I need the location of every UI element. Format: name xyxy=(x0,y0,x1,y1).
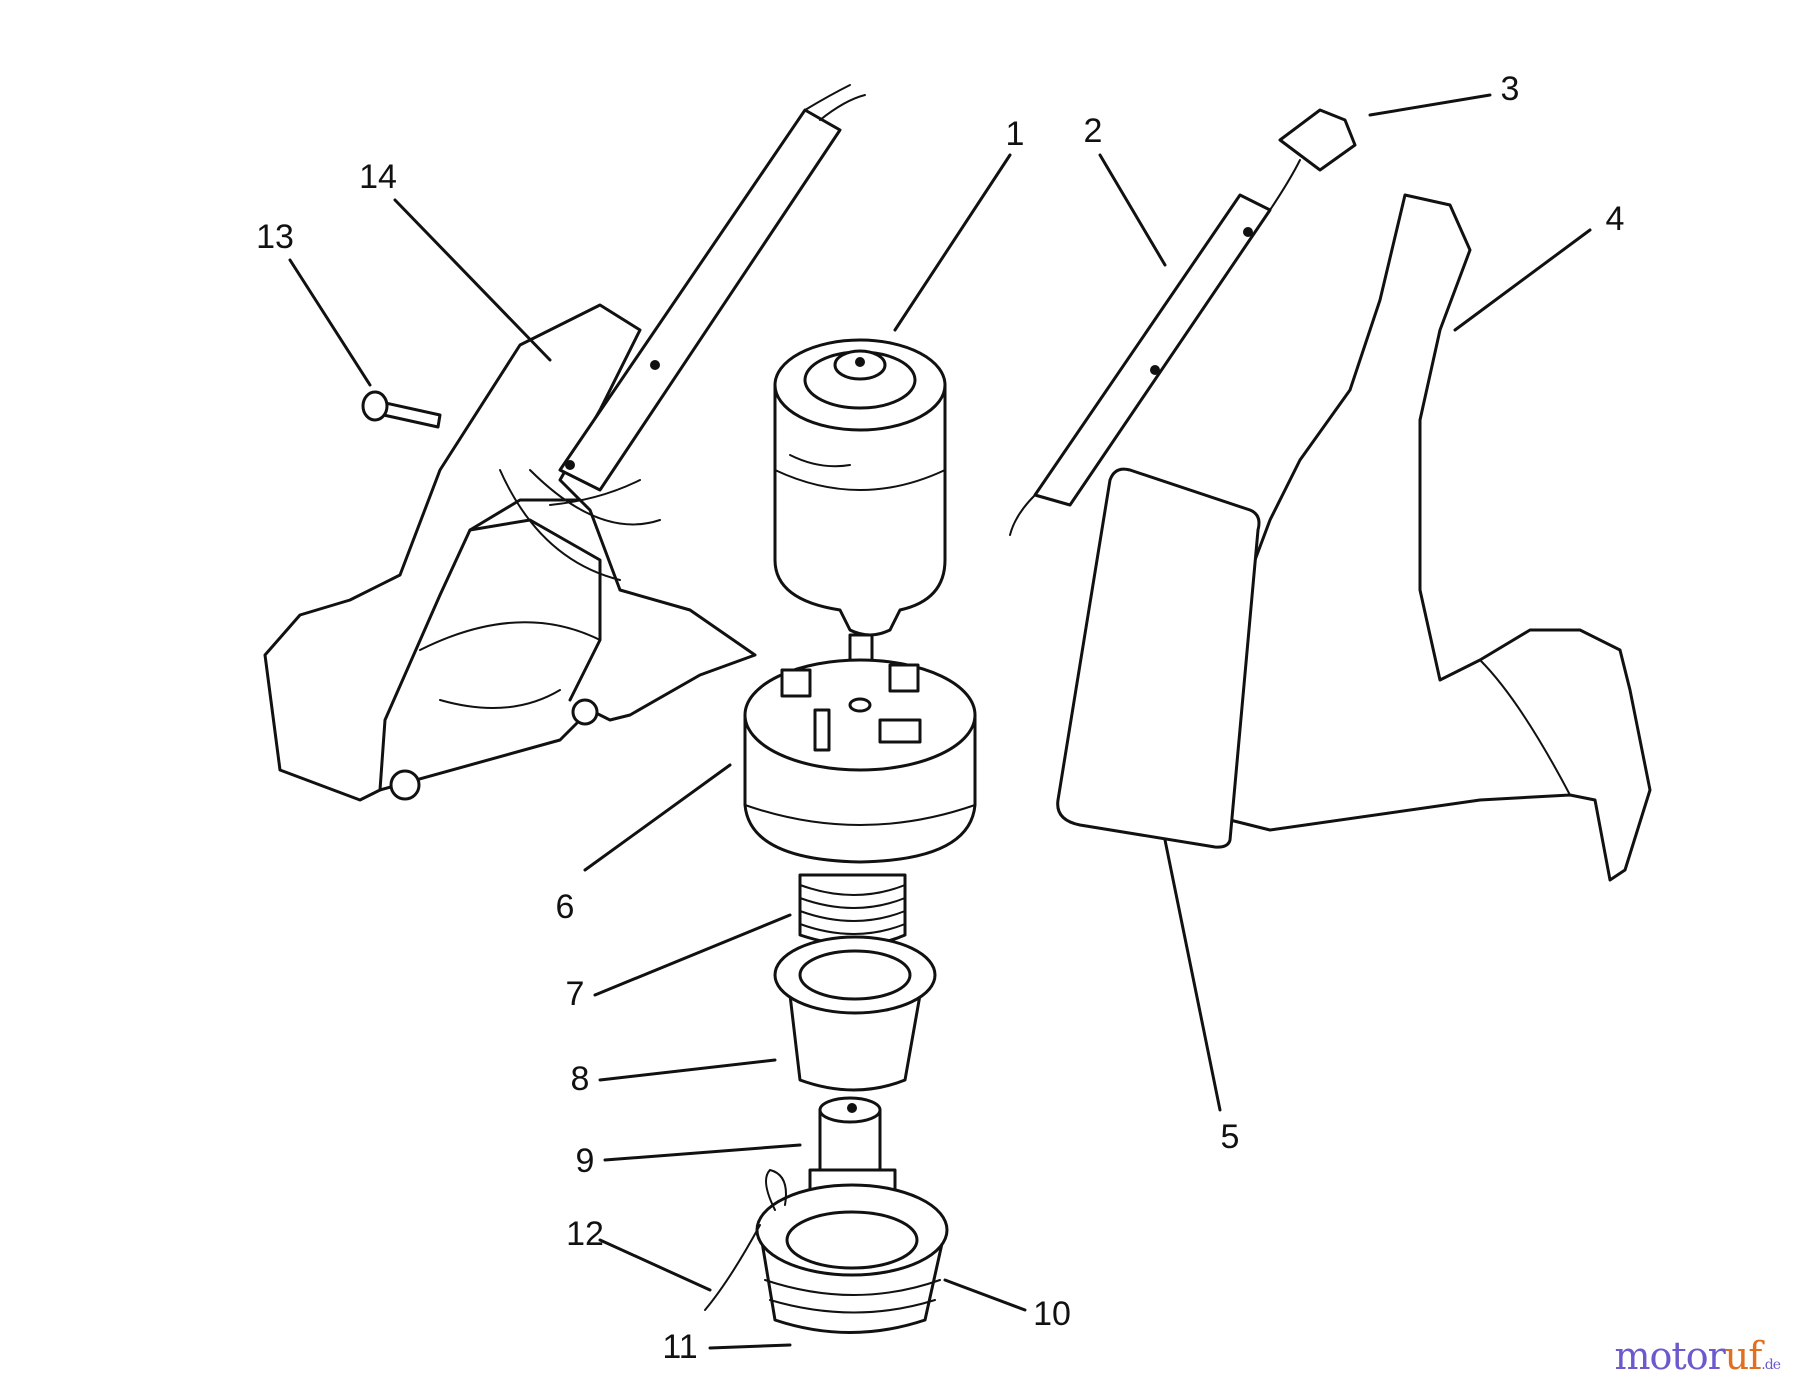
callout-7: 7 xyxy=(566,975,585,1013)
screw-part xyxy=(361,390,442,429)
leader-lines xyxy=(288,93,1592,1350)
callout-3: 3 xyxy=(1501,70,1520,108)
cup-part xyxy=(773,935,937,1092)
motor-part xyxy=(773,338,947,682)
callout-labels: 1 2 3 4 5 6 7 8 9 10 11 12 13 14 xyxy=(256,70,1624,1366)
left-housing-half xyxy=(263,303,757,802)
callout-4: 4 xyxy=(1606,200,1625,238)
callout-8: 8 xyxy=(571,1060,590,1098)
watermark-brand-a: motor xyxy=(1614,1334,1726,1378)
guard-part xyxy=(1223,193,1652,882)
callout-13: 13 xyxy=(256,218,294,256)
callout-2: 2 xyxy=(1084,112,1103,150)
callout-11: 11 xyxy=(662,1328,697,1366)
callout-14: 14 xyxy=(359,158,397,196)
label-plate-part xyxy=(1056,467,1261,849)
right-handle-tube xyxy=(1009,108,1357,536)
watermark-tld: .de xyxy=(1761,1357,1781,1373)
watermark-brand-b: uf xyxy=(1724,1334,1763,1378)
left-handle-tube xyxy=(558,84,866,492)
spring-part xyxy=(798,873,907,947)
callout-1: 1 xyxy=(1006,115,1025,153)
spool-part xyxy=(704,1168,949,1334)
callout-5: 5 xyxy=(1221,1118,1240,1156)
callout-10: 10 xyxy=(1033,1295,1071,1333)
callout-12: 12 xyxy=(566,1215,604,1253)
callout-9: 9 xyxy=(576,1142,595,1180)
callout-6: 6 xyxy=(556,888,575,926)
watermark-logo: motoruf.de xyxy=(1614,1334,1781,1378)
motor-cap-part xyxy=(743,658,977,864)
